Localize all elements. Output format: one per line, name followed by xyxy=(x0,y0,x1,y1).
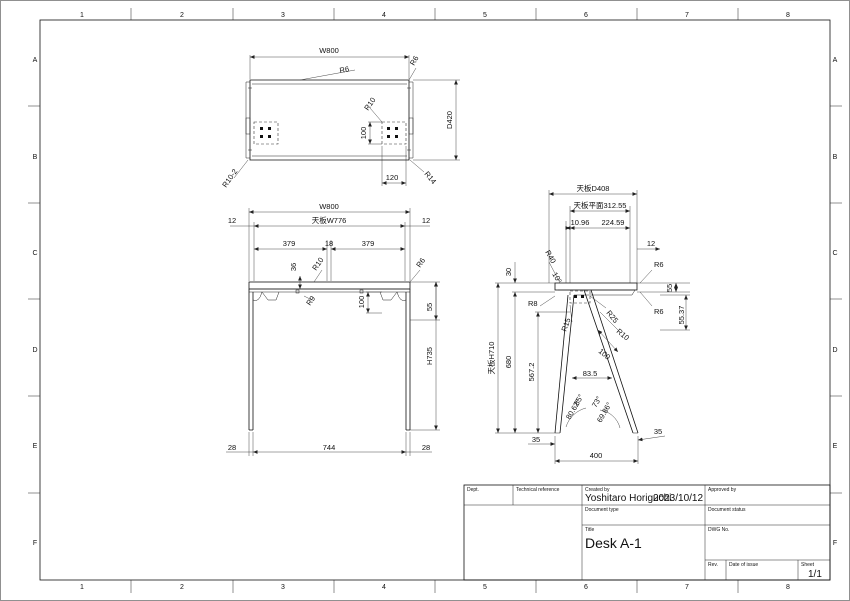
col-label-bottom: 5 xyxy=(483,584,487,591)
col-label-top: 7 xyxy=(685,12,689,19)
dim-top-width: W800 xyxy=(319,46,339,55)
dim-front-r9: R9 xyxy=(304,294,317,307)
dim-front-36: 36 xyxy=(289,263,298,271)
dim-side-off-3: 12 xyxy=(647,239,655,248)
dept-label: Dept. xyxy=(467,487,479,493)
dim-front-bracket-100: 100 xyxy=(357,296,366,309)
dim-front-gap: 18 xyxy=(325,239,333,248)
dim-side-r8: R8 xyxy=(528,299,538,308)
dim-side-680: 680 xyxy=(504,356,513,369)
dim-r10-inner: R10 xyxy=(362,96,377,112)
dim-side-off-2: 224.59 xyxy=(602,218,625,227)
approved-by-label: Approved by xyxy=(708,487,737,493)
created-by-label: Created by xyxy=(585,487,610,493)
col-label-top: 2 xyxy=(180,12,184,19)
row-label-right: B xyxy=(833,154,838,161)
col-label-top: 5 xyxy=(483,12,487,19)
col-label-top: 3 xyxy=(281,12,285,19)
dim-side-base: 400 xyxy=(590,451,603,460)
dim-front-r6: R6 xyxy=(414,256,427,269)
dim-r14: R14 xyxy=(422,170,438,186)
drawing-title: Desk A-1 xyxy=(585,535,642,551)
dim-r6-left: R6 xyxy=(339,64,350,75)
dim-side-off-1: 10.96 xyxy=(571,218,590,227)
dim-front-r10: R10 xyxy=(310,256,325,272)
created-by-value: Yoshitaro Horiguchi xyxy=(585,493,671,504)
col-label-bottom: 7 xyxy=(685,584,689,591)
row-label-right: C xyxy=(832,250,837,257)
dwg-no-label: DWG No. xyxy=(708,527,729,533)
dim-r6-right: R6 xyxy=(408,54,421,67)
top-view: W800 D420 R6 R6 R10 R10-2 R14 100 120 xyxy=(220,46,460,189)
row-label-left: B xyxy=(33,154,38,161)
created-date-value: 2023/10/12 xyxy=(653,493,703,504)
tech-ref-label: Technical reference xyxy=(516,487,560,493)
dim-side-foot-left: 35 xyxy=(532,435,540,444)
dim-side-foot-right: 35 xyxy=(654,427,662,436)
dim-side-r6-top: R6 xyxy=(654,260,664,269)
dim-front-span-right: 379 xyxy=(362,239,375,248)
doc-status-label: Document status xyxy=(708,507,746,513)
row-label-right: D xyxy=(832,347,837,354)
zone-labels: 1 2 3 4 5 6 7 8 1 2 3 4 5 6 7 8 A B C D … xyxy=(32,12,837,591)
title-label: Title xyxy=(585,527,594,533)
row-label-left: C xyxy=(32,250,37,257)
col-label-bottom: 8 xyxy=(786,584,790,591)
dim-r10-2: R10-2 xyxy=(220,167,239,189)
dim-top-depth: D420 xyxy=(445,111,454,129)
dim-bracket-100: 100 xyxy=(359,127,368,140)
dim-side-r25: R25 xyxy=(604,309,620,325)
dim-side-r15: R15 xyxy=(559,317,572,333)
row-label-left: F xyxy=(33,540,37,547)
side-view: 天板D408 天板平面312.55 10.96 224.59 12 R40 10… xyxy=(486,183,690,464)
row-label-right: E xyxy=(833,443,838,450)
dim-side-83: 83.5 xyxy=(583,369,598,378)
row-label-right: A xyxy=(833,57,838,64)
dim-front-foot-left: 28 xyxy=(228,443,236,452)
sheet-label: Sheet xyxy=(801,562,815,568)
row-label-right: F xyxy=(833,540,837,547)
dim-side-80: 80.62° xyxy=(564,398,583,421)
dim-front-right-margin: 12 xyxy=(422,216,430,225)
dim-front-span-left: 379 xyxy=(283,239,296,248)
dim-front-55: 55 xyxy=(425,303,434,311)
row-label-left: A xyxy=(33,57,38,64)
col-label-bottom: 2 xyxy=(180,584,184,591)
dim-front-width: W800 xyxy=(319,202,339,211)
col-label-bottom: 6 xyxy=(584,584,588,591)
dim-side-total-height: 天板H710 xyxy=(486,342,496,375)
dim-side-55: 55 xyxy=(665,284,674,292)
row-label-left: D xyxy=(32,347,37,354)
dim-side-top-plane: 天板平面312.55 xyxy=(574,200,627,210)
dim-side-30: 30 xyxy=(504,268,513,276)
col-label-bottom: 3 xyxy=(281,584,285,591)
dim-front-left-margin: 12 xyxy=(228,216,236,225)
dim-bracket-120: 120 xyxy=(386,173,399,182)
dim-front-height: H735 xyxy=(425,347,434,365)
dim-side-55-37: 55.37 xyxy=(677,306,686,325)
title-block: Dept. Technical reference Created by Yos… xyxy=(463,484,831,581)
rev-label: Rev. xyxy=(708,562,718,568)
col-label-bottom: 1 xyxy=(80,584,84,591)
doc-type-label: Document type xyxy=(585,507,619,513)
dim-side-100: 100 xyxy=(597,347,612,362)
front-view: W800 天板W776 12 12 379 18 379 36 R10 R6 R… xyxy=(226,202,440,456)
dim-side-r6-bottom: R6 xyxy=(654,307,664,316)
dim-side-top-depth: 天板D408 xyxy=(577,183,610,193)
row-label-left: E xyxy=(33,443,38,450)
sheet-value: 1/1 xyxy=(808,569,822,580)
dim-side-r40: R40 xyxy=(543,249,558,265)
col-label-top: 8 xyxy=(786,12,790,19)
col-label-top: 4 xyxy=(382,12,386,19)
dim-front-leg-span: 744 xyxy=(323,443,336,452)
date-issue-label: Date of issue xyxy=(729,562,758,568)
col-label-bottom: 4 xyxy=(382,584,386,591)
col-label-top: 1 xyxy=(80,12,84,19)
dim-front-top-width: 天板W776 xyxy=(312,215,347,225)
col-label-top: 6 xyxy=(584,12,588,19)
dim-front-foot-right: 28 xyxy=(422,443,430,452)
dim-side-567: 567.2 xyxy=(527,363,536,382)
